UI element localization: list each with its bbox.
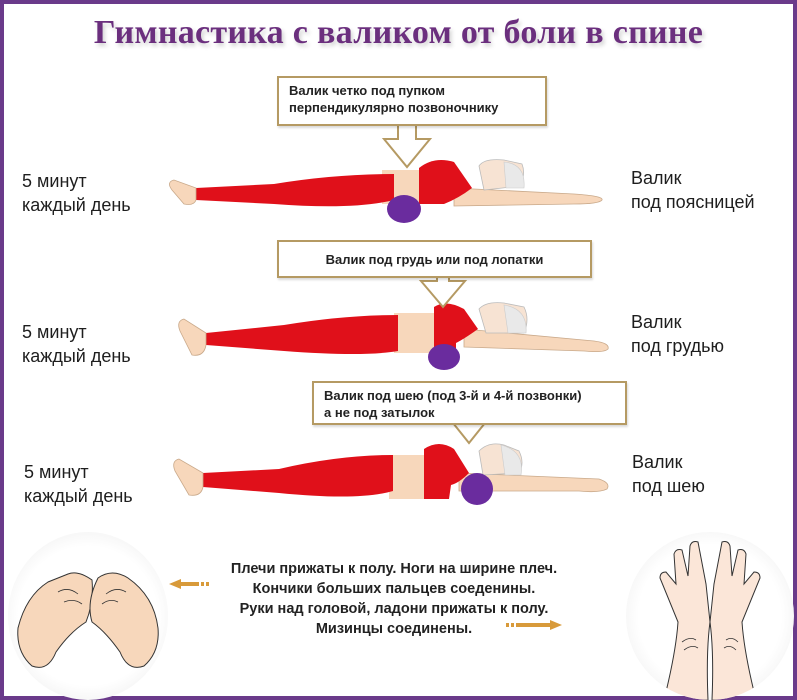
instruction-line-2: Кончики больших пальцев соеденины. — [252, 581, 536, 597]
position-label-1: Валик под поясницей — [631, 168, 755, 212]
callout-2-line-1: Валик под грудь или под лопатки — [325, 251, 544, 267]
position-label-2: Валик под грудью — [631, 312, 725, 356]
duration-label-3: 5 минут каждый день — [24, 462, 133, 506]
pointer-down-icon — [450, 421, 488, 445]
callout-2: Валик под грудь или под лопатки — [277, 240, 592, 278]
instruction-line-4: Мизинцы соединены. — [315, 621, 473, 637]
callout-3: Валик под шею (под 3-й и 4-й позвонки) а… — [312, 381, 627, 425]
page-title: Гимнастика с валиком от боли в спине — [93, 14, 704, 51]
figure-roller-neck — [173, 443, 609, 505]
palms-icon — [659, 541, 761, 700]
feet-icon — [17, 572, 159, 668]
figure-roller-lower-back — [169, 159, 603, 223]
arrow-left-icon — [169, 579, 209, 589]
callout-1: Валик четко под пупком перпендикулярно п… — [277, 76, 547, 126]
duration-label-2: 5 минут каждый день — [22, 322, 131, 366]
figure-roller-chest — [178, 302, 609, 370]
callout-1-line-1: Валик четко под пупком — [289, 83, 445, 98]
palms-illustration — [626, 532, 794, 700]
callout-1-line-2: перпендикулярно позвоночнику — [289, 100, 499, 115]
instruction-line-3: Руки над головой, ладони прижаты к полу. — [239, 601, 549, 617]
arrow-right-icon — [506, 620, 562, 630]
duration-label-1: 5 минут каждый день — [22, 171, 131, 215]
callout-3-line-2: а не под затылок — [324, 405, 435, 420]
feet-illustration — [8, 532, 168, 700]
callout-3-line-1: Валик под шею (под 3-й и 4-й позвонки) — [324, 388, 582, 403]
position-label-3: Валик под шею — [632, 452, 705, 496]
instructions: Плечи прижаты к полу. Ноги на ширине пле… — [174, 559, 614, 639]
instruction-line-1: Плечи прижаты к полу. Ноги на ширине пле… — [230, 561, 558, 577]
arrow-down-icon — [381, 122, 433, 169]
arrow-down-icon — [418, 274, 468, 309]
